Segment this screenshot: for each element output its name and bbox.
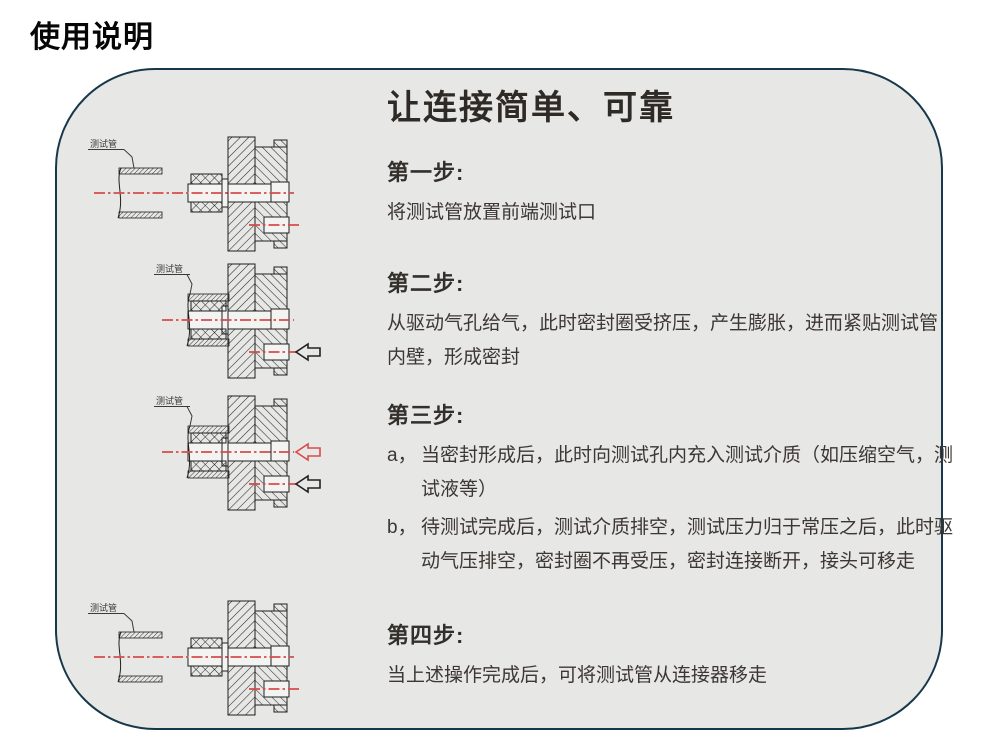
test-tube	[117, 167, 163, 219]
seal-ring-expanded	[190, 460, 227, 472]
tube-label: 测试管	[90, 602, 117, 613]
tube-callout: 测试管	[88, 138, 135, 169]
test-tube-inserted	[186, 293, 230, 347]
seal-ring	[190, 201, 223, 213]
seal-ring-expanded	[190, 328, 227, 340]
seal-ring	[190, 173, 223, 185]
step-3-label: 第三步:	[387, 403, 465, 428]
test-media-port	[270, 181, 290, 203]
diagram-step-4: 测试管	[88, 600, 302, 716]
connector-cross-section	[187, 395, 302, 511]
tube-label: 测试管	[90, 138, 117, 149]
seal-ring-expanded	[190, 432, 227, 444]
tube-callout: 测试管	[88, 602, 135, 633]
step-3-item-a: a， 当密封形成后，此时向测试孔内充入测试介质（如压缩空气，测试液等）	[387, 439, 955, 507]
page-title: 使用说明	[30, 21, 154, 54]
seal-ring	[190, 665, 223, 677]
step-3-item-a-text: 当密封形成后，此时向测试孔内充入测试介质（如压缩空气，测试液等）	[421, 445, 954, 500]
tube-label: 测试管	[156, 263, 183, 274]
test-tube-inserted	[186, 425, 230, 479]
connector-cross-section	[187, 263, 302, 379]
diagram-step-1: 测试管	[88, 136, 302, 252]
step-1: 第一步: 将测试管放置前端测试口	[387, 155, 955, 230]
test-media-arrow-icon	[294, 442, 321, 462]
drive-air-arrow-icon	[294, 474, 321, 494]
step-1-body: 将测试管放置前端测试口	[387, 202, 597, 223]
step-3-item-b-prefix: b，	[387, 517, 417, 538]
step-2: 第二步: 从驱动气孔给气，此时密封圈受挤压，产生膨胀，进而紧贴测试管内壁，形成密…	[387, 266, 955, 375]
step-2-label: 第二步:	[387, 271, 465, 296]
tube-label: 测试管	[156, 395, 183, 406]
tube-callout: 测试管	[154, 263, 193, 295]
seal-ring	[190, 637, 223, 649]
step-3: 第三步: a， 当密封形成后，此时向测试孔内充入测试介质（如压缩空气，测试液等）…	[387, 398, 955, 579]
step-1-label: 第一步:	[387, 160, 465, 185]
drive-air-arrow-icon	[294, 342, 321, 362]
connector-cross-section	[187, 136, 302, 252]
seal-ring-expanded	[190, 300, 227, 312]
connector-cross-section	[187, 600, 302, 716]
step-4-body: 当上述操作完成后，可将测试管从连接器移走	[387, 665, 768, 686]
test-tube	[117, 631, 163, 683]
instruction-panel: 让连接简单、可靠	[55, 68, 953, 730]
diagram-step-2: 测试管	[154, 263, 321, 379]
step-3-item-b-text: 待测试完成后，测试介质排空，测试压力归于常压之后，此时驱动气压排空，密封圈不再受…	[421, 517, 954, 572]
diagram-step-3: 测试管	[154, 395, 321, 511]
test-media-port	[270, 308, 290, 330]
step-4: 第四步: 当上述操作完成后，可将测试管从连接器移走	[387, 618, 955, 693]
step-3-item-a-prefix: a，	[387, 445, 417, 466]
test-media-port	[270, 645, 290, 667]
step-4-label: 第四步:	[387, 623, 465, 648]
step-2-body: 从驱动气孔给气，此时密封圈受挤压，产生膨胀，进而紧贴测试管内壁，形成密封	[387, 313, 939, 368]
step-3-item-b: b， 待测试完成后，测试介质排空，测试压力归于常压之后，此时驱动气压排空，密封圈…	[387, 511, 955, 579]
test-media-port	[270, 440, 290, 462]
panel-heading: 让连接简单、可靠	[387, 89, 675, 127]
tube-callout: 测试管	[154, 395, 193, 427]
